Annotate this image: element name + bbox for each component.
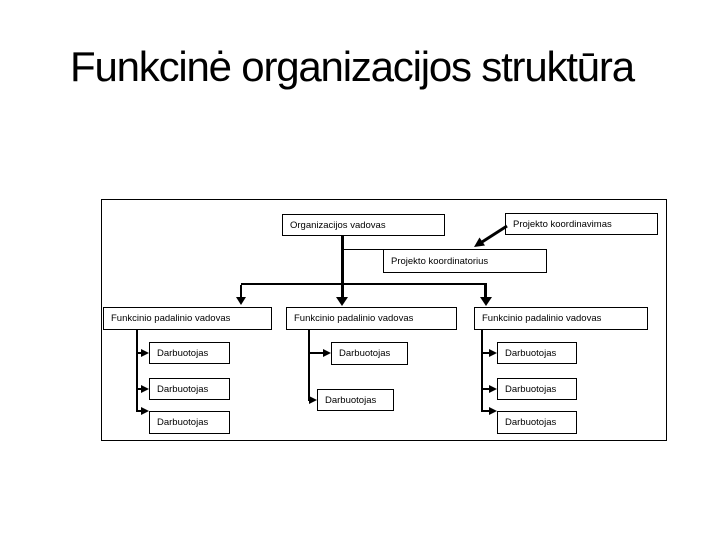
- arrowhead-c3-3-icon: [489, 407, 497, 415]
- box-darbuotojas-c3-2: Darbuotojas: [497, 378, 577, 400]
- box-darbuotojas-c3-1: Darbuotojas: [497, 342, 577, 364]
- stub-c1-1: [137, 352, 142, 354]
- stub-c1-3: [137, 410, 142, 412]
- stub-c3-2: [482, 388, 489, 390]
- arrowhead-c3-2-icon: [489, 385, 497, 393]
- box-funkcinio-padalinio-vadovas-1: Funkcinio padalinio vadovas: [103, 307, 272, 330]
- connector-column-1: [136, 330, 138, 412]
- arrowhead-to-manager-1-icon: [236, 297, 246, 305]
- box-darbuotojas-c3-3: Darbuotojas: [497, 411, 577, 434]
- arrow-koordinavimas-to-koordinatorius-icon: [474, 224, 508, 247]
- arrowhead-c1-3-icon: [141, 407, 149, 415]
- box-darbuotojas-c2-2: Darbuotojas: [317, 389, 394, 411]
- arrowhead-c1-1-icon: [141, 349, 149, 357]
- arrowhead-c2-2-icon: [309, 396, 317, 404]
- stub-c3-1: [482, 352, 489, 354]
- box-darbuotojas-c1-2: Darbuotojas: [149, 378, 230, 400]
- connector-drop-manager-3: [484, 285, 487, 298]
- arrowhead-c2-1-icon: [323, 349, 331, 357]
- slide-title: Funkcinė organizacijos struktūra: [70, 43, 635, 90]
- connector-column-2: [308, 330, 310, 401]
- connector-drop-manager-1: [240, 285, 242, 298]
- box-darbuotojas-c1-1: Darbuotojas: [149, 342, 230, 364]
- connector-coordinator: [344, 249, 383, 250]
- box-funkcinio-padalinio-vadovas-2: Funkcinio padalinio vadovas: [286, 307, 457, 330]
- box-darbuotojas-c1-3: Darbuotojas: [149, 411, 230, 434]
- stub-c1-2: [137, 388, 142, 390]
- connector-distribution: [241, 283, 487, 285]
- arrowhead-c3-1-icon: [489, 349, 497, 357]
- connector-column-3: [481, 330, 483, 412]
- box-projekto-koordinatorius: Projekto koordinatorius: [383, 249, 547, 273]
- arrowhead-to-manager-3-icon: [480, 297, 492, 306]
- connector-leader-vertical: [341, 236, 344, 298]
- box-darbuotojas-c2-1: Darbuotojas: [331, 342, 408, 365]
- org-chart-container: Organizacijos vadovas Projekto koordinav…: [101, 199, 667, 441]
- stub-c2-1: [309, 352, 324, 354]
- box-organizacijos-vadovas: Organizacijos vadovas: [282, 214, 445, 236]
- arrowhead-c1-2-icon: [141, 385, 149, 393]
- box-projekto-koordinavimas: Projekto koordinavimas: [505, 213, 658, 235]
- stub-c3-3: [482, 410, 489, 412]
- arrowhead-to-manager-2-icon: [336, 297, 348, 306]
- box-funkcinio-padalinio-vadovas-3: Funkcinio padalinio vadovas: [474, 307, 648, 330]
